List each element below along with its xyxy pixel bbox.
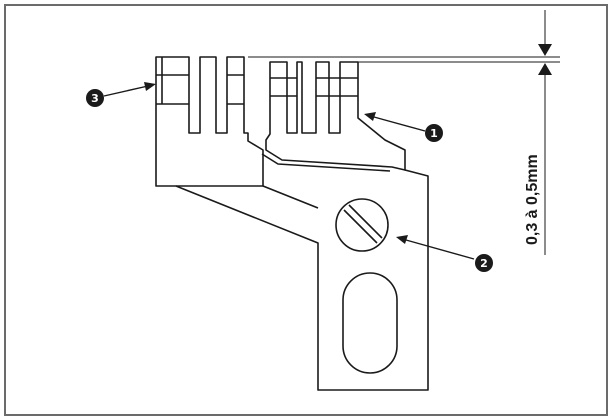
callout-badge-1: 1 [425,124,443,142]
leader-line-1 [373,116,426,132]
leader-line-2 [405,239,475,260]
dimension-label: 0,3 à 0,5mm [524,154,541,245]
leader-arrowhead-3 [144,82,156,91]
adjustment-slot [342,272,398,374]
presser-foot-part-3 [155,56,264,187]
set-screw-part-2 [335,198,389,252]
dimension-reference-lines [248,10,560,255]
callout-number-1: 1 [430,127,438,140]
dimension-arrow-down [538,44,552,56]
leader-line-3 [103,85,149,97]
callout-number-2: 2 [480,257,488,270]
callout-number-3: 3 [91,92,99,105]
leader-arrowhead-1 [364,112,376,121]
callout-badge-3: 3 [86,89,104,107]
figure-frame [4,4,608,416]
presser-foot-part-1 [261,61,406,172]
dimension-arrow-up [538,63,552,75]
leader-lines [103,82,475,260]
leader-arrowhead-2 [396,235,408,244]
callout-badge-2: 2 [475,254,493,272]
presser-foot-shank [175,169,429,391]
dimension-arrows [538,44,552,75]
